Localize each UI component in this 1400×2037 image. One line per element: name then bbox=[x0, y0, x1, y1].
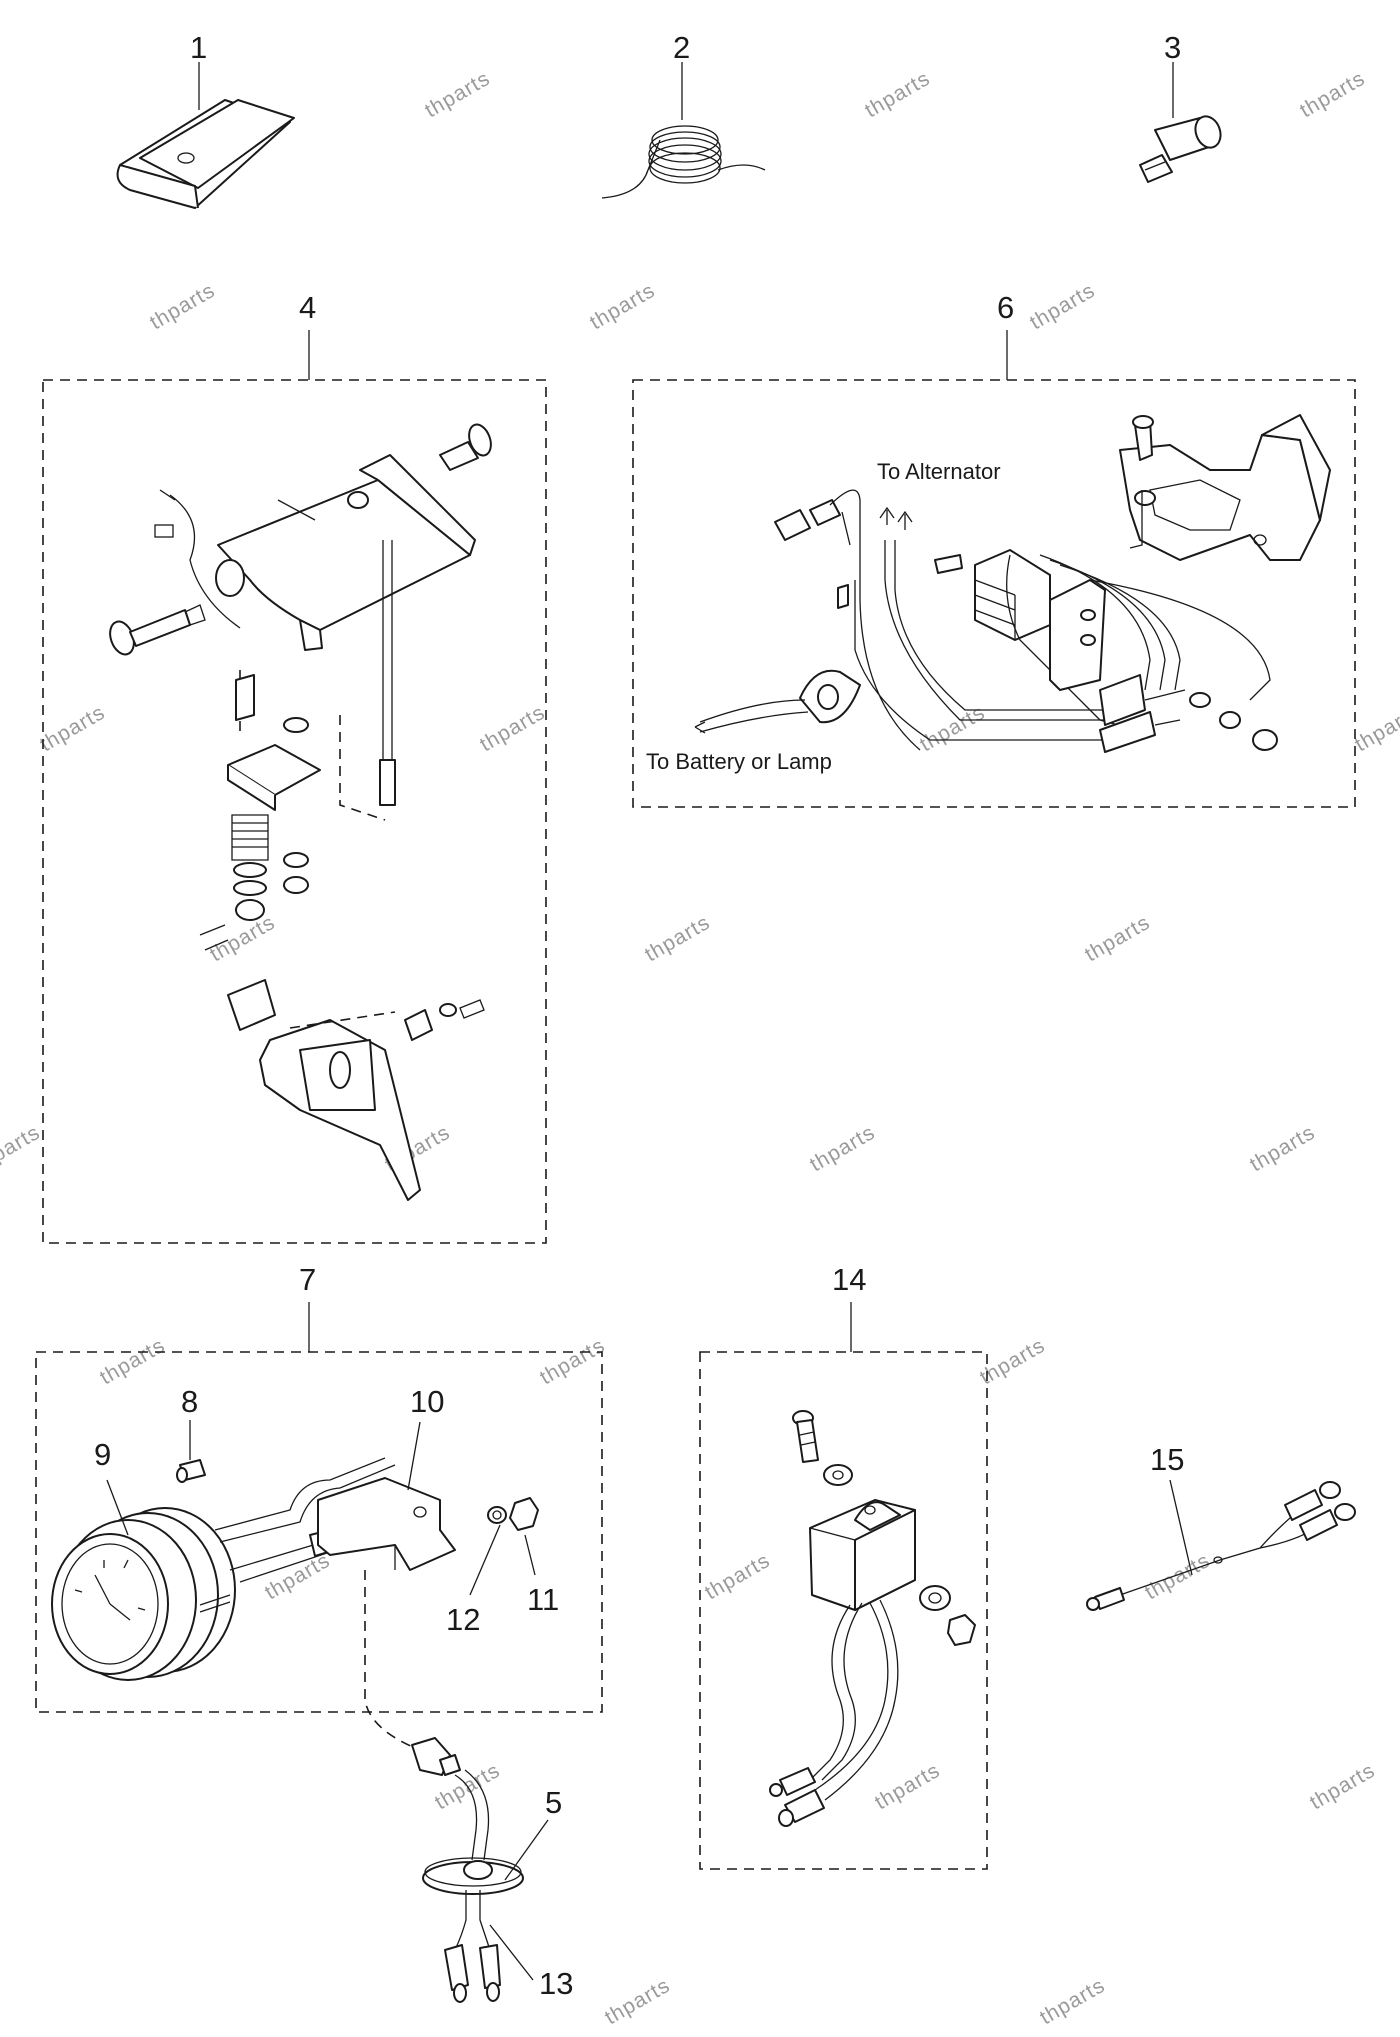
watermark: thparts bbox=[96, 1334, 169, 1390]
callout-7: 7 bbox=[299, 1262, 316, 1297]
watermark: thparts bbox=[641, 911, 714, 967]
part-2-coil-wire bbox=[601, 62, 766, 199]
watermark: thparts bbox=[1351, 701, 1400, 757]
watermark: thparts bbox=[916, 701, 989, 757]
callout-3: 3 bbox=[1164, 30, 1181, 65]
group-box-7 bbox=[35, 1351, 603, 1713]
watermark: thparts bbox=[1306, 1759, 1379, 1815]
watermark: thparts bbox=[701, 1549, 774, 1605]
watermark: thparts bbox=[1036, 1974, 1109, 2030]
callout-11: 11 bbox=[527, 1582, 559, 1617]
watermark: thparts bbox=[536, 1334, 609, 1390]
part-6-wiring-harness: To Alternator To Battery or Lamp bbox=[646, 414, 1331, 774]
part-1-pouch bbox=[116, 62, 295, 209]
watermark: thparts bbox=[0, 1121, 44, 1177]
watermark: thparts bbox=[601, 1974, 674, 2030]
part-4-tiller-assembly bbox=[109, 423, 492, 1201]
callout-10: 10 bbox=[410, 1384, 444, 1419]
group-box-4 bbox=[42, 379, 547, 1244]
watermark: thparts bbox=[871, 1759, 944, 1815]
watermark: thparts bbox=[476, 701, 549, 757]
watermark: thparts bbox=[1081, 911, 1154, 967]
part-14-cdi-unit bbox=[769, 1410, 976, 1827]
callout-9: 9 bbox=[94, 1437, 111, 1472]
callout-5: 5 bbox=[545, 1785, 562, 1820]
watermark: thparts bbox=[421, 67, 494, 123]
watermark: thparts bbox=[586, 279, 659, 335]
callout-14: 14 bbox=[832, 1262, 866, 1297]
watermark: thparts bbox=[1246, 1121, 1319, 1177]
callout-8: 8 bbox=[181, 1384, 198, 1419]
callout-6: 6 bbox=[997, 290, 1014, 325]
note-to-alternator: To Alternator bbox=[877, 459, 1001, 484]
watermark: thparts bbox=[1296, 67, 1369, 123]
group-box-14 bbox=[699, 1351, 988, 1870]
callout-13: 13 bbox=[539, 1966, 573, 2001]
note-to-battery: To Battery or Lamp bbox=[646, 749, 832, 774]
watermark: thparts bbox=[806, 1121, 879, 1177]
callout-2: 2 bbox=[673, 30, 690, 65]
callout-15: 15 bbox=[1150, 1442, 1184, 1477]
watermark: thparts bbox=[36, 701, 109, 757]
part-5-harness bbox=[411, 1737, 549, 2003]
callout-4: 4 bbox=[299, 290, 316, 325]
watermark: thparts bbox=[1141, 1549, 1214, 1605]
callout-1: 1 bbox=[190, 30, 207, 65]
group-box-6 bbox=[632, 379, 1356, 808]
part-3-fitting bbox=[1139, 62, 1222, 183]
part-7-tachometer-group bbox=[51, 1420, 539, 1751]
callout-12: 12 bbox=[446, 1602, 480, 1637]
part-15-lead-wire bbox=[1086, 1479, 1356, 1611]
watermark: thparts bbox=[1026, 279, 1099, 335]
watermark: thparts bbox=[146, 279, 219, 335]
watermark: thparts bbox=[861, 67, 934, 123]
